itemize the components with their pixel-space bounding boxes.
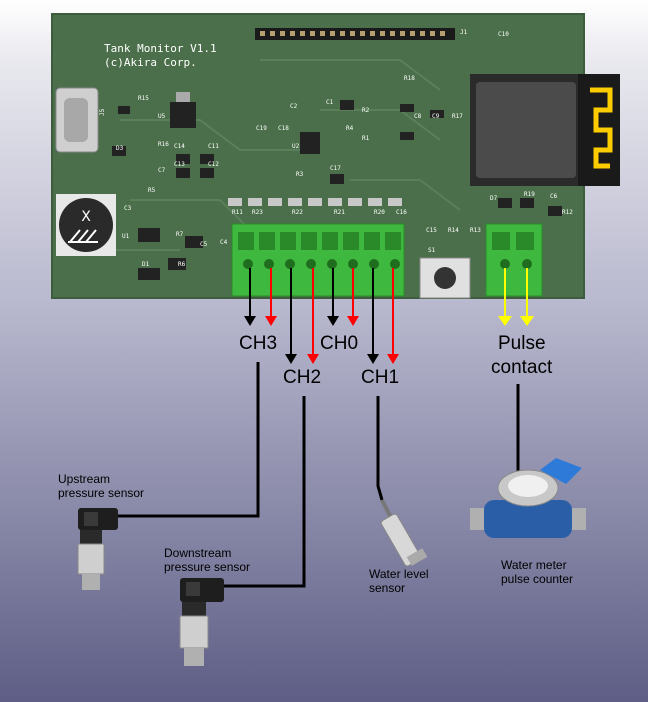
silk-d3: D3 — [116, 145, 124, 152]
silk-r22: R22 — [292, 209, 303, 216]
label-ch3: CH3 — [239, 334, 277, 353]
silk-r15: R15 — [138, 95, 149, 102]
label-upstream-line1: Upstream — [58, 473, 110, 486]
silk-r6: R6 — [178, 261, 186, 268]
silk-r11: R11 — [232, 209, 243, 216]
silk-r18: R18 — [404, 75, 415, 82]
silk-u2: U2 — [292, 143, 300, 150]
silk-r21: R21 — [334, 209, 345, 216]
silk-c15: C15 — [426, 227, 437, 234]
label-downstream-line1: Downstream — [164, 547, 231, 560]
ch2-ground-arrow — [285, 354, 297, 364]
silk-r16: R16 — [158, 141, 169, 148]
silk-c3: C3 — [124, 205, 132, 212]
pulse-arrow-right — [520, 316, 534, 326]
silk-r14: R14 — [448, 227, 459, 234]
board-title-line1: Tank Monitor V1.1 — [104, 42, 217, 55]
silk-r2: R2 — [362, 107, 370, 114]
silk-r13: R13 — [470, 227, 481, 234]
label-water-level-line1: Water level — [369, 568, 429, 581]
esp-module-shield — [476, 82, 576, 178]
silk-r1: R1 — [362, 135, 370, 142]
silk-s1: S1 — [428, 247, 436, 254]
switch-button — [434, 267, 456, 289]
silk-r17: R17 — [452, 113, 463, 120]
water-meter — [470, 458, 586, 538]
silk-j5: J5 — [99, 108, 106, 116]
silk-r3: R3 — [296, 171, 304, 178]
silk-c11: C11 — [208, 143, 219, 150]
silk-c14: C14 — [174, 143, 185, 150]
wire-ch1-water-level — [378, 396, 382, 500]
silk-r4: R4 — [346, 125, 354, 132]
silk-c9: C9 — [432, 113, 440, 120]
silk-c19: C19 — [256, 125, 267, 132]
silk-c16: C16 — [396, 209, 407, 216]
ch1-ground-arrow — [367, 354, 379, 364]
buzzer — [59, 198, 113, 252]
silk-c18: C18 — [278, 125, 289, 132]
usb-port — [64, 98, 88, 142]
buzzer-mark: X — [81, 209, 91, 225]
pulse-arrow-left — [498, 316, 512, 326]
voltage-regulator — [170, 102, 196, 128]
silk-c8: C8 — [414, 113, 422, 120]
silk-c17: C17 — [330, 165, 341, 172]
wire-ch2-downstream — [224, 396, 304, 586]
ch3-ground-arrow — [244, 316, 256, 326]
silk-c6: C6 — [550, 193, 558, 200]
silk-c4: C4 — [220, 239, 228, 246]
label-contact: contact — [491, 358, 552, 377]
downstream-pressure-sensor — [180, 578, 224, 666]
upstream-pressure-sensor — [78, 508, 118, 590]
resistor-row — [228, 198, 402, 206]
silk-d7: D7 — [490, 195, 498, 202]
label-upstream-line2: pressure sensor — [58, 487, 144, 500]
ch0-ground-arrow — [327, 316, 339, 326]
silk-c5: C5 — [200, 241, 208, 248]
label-ch0: CH0 — [320, 334, 358, 353]
water-level-sensor — [380, 500, 427, 567]
silk-c7: C7 — [158, 167, 166, 174]
label-pulse: Pulse — [498, 334, 546, 353]
silk-d1: D1 — [142, 261, 150, 268]
silk-c10: C10 — [498, 31, 509, 38]
silk-c2: C2 — [290, 103, 298, 110]
silk-r20: R20 — [374, 209, 385, 216]
label-ch2: CH2 — [283, 368, 321, 387]
silk-r19: R19 — [524, 191, 535, 198]
ch1-power-arrow — [387, 354, 399, 364]
ch2-power-arrow — [307, 354, 319, 364]
silk-r23: R23 — [252, 209, 263, 216]
silk-u1: U1 — [122, 233, 130, 240]
silk-c1: C1 — [326, 99, 334, 106]
silk-c13: C13 — [174, 161, 185, 168]
silk-r12: R12 — [562, 209, 573, 216]
silk-r5: R5 — [148, 187, 156, 194]
board-title-line2: (c)Akira Corp. — [104, 56, 197, 69]
ch3-power-arrow — [265, 316, 277, 326]
ic-chip — [300, 132, 320, 154]
silk-r7: R7 — [176, 231, 184, 238]
label-water-meter-line1: Water meter — [501, 559, 567, 572]
silk-j1: J1 — [460, 29, 468, 36]
label-ch1: CH1 — [361, 368, 399, 387]
label-downstream-line2: pressure sensor — [164, 561, 250, 574]
ch0-power-arrow — [347, 316, 359, 326]
label-water-level-line2: sensor — [369, 582, 405, 595]
silk-c12: C12 — [208, 161, 219, 168]
silk-u5: U5 — [158, 113, 166, 120]
label-water-meter-line2: pulse counter — [501, 573, 573, 586]
